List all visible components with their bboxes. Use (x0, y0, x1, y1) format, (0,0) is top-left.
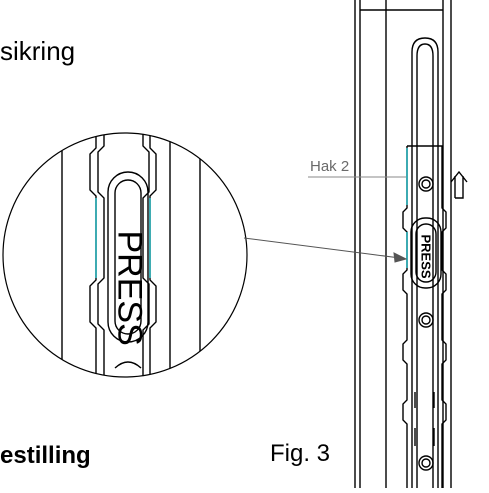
heading-bottom-partial: estilling (0, 442, 91, 469)
press-button-main (410, 217, 442, 289)
up-arrow-icon (450, 170, 468, 199)
latch-strip (402, 145, 447, 488)
tube-rod (411, 37, 439, 488)
circle-hole-icon (418, 312, 434, 328)
detail-circle (2, 132, 248, 378)
press-label-main: PRESS (418, 234, 434, 279)
detail-view (61, 133, 201, 377)
heading-top-partial: sikring (0, 36, 76, 66)
circle-hole-icon (418, 176, 434, 192)
frame-profile (354, 0, 452, 488)
callout-hak-label: Hak 2 (310, 158, 350, 175)
detail-accent-marks (95, 198, 151, 278)
circle-hole-icon (418, 455, 434, 471)
press-label-detail: PRESS (110, 230, 149, 346)
detail-leader (243, 237, 408, 263)
figure-label: Fig. 3 (270, 440, 331, 467)
